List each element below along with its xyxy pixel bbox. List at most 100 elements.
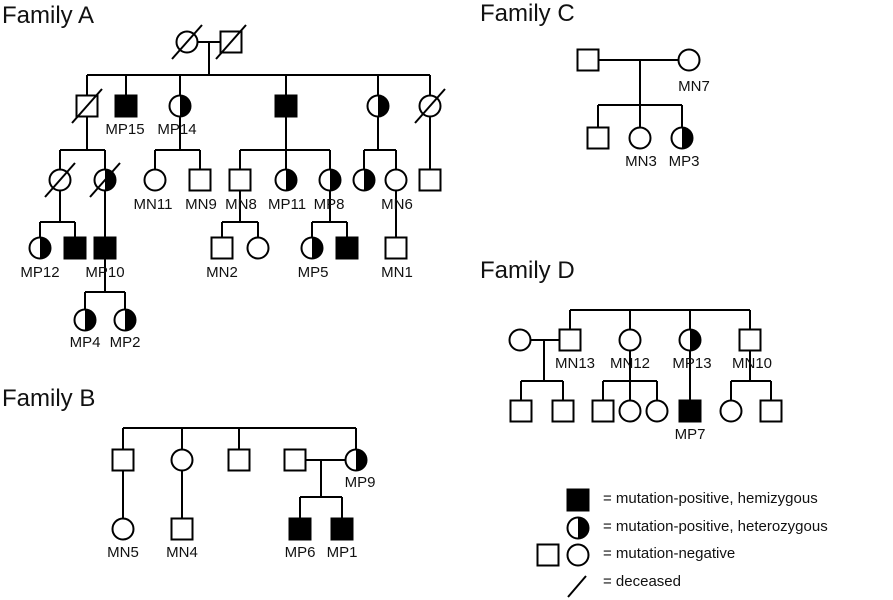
label-mn8: MN8 bbox=[225, 196, 257, 213]
d-gs1-symbol bbox=[509, 399, 533, 423]
c-son-symbol bbox=[586, 126, 610, 150]
relationship-lines bbox=[39, 41, 772, 518]
mn8-symbol bbox=[228, 168, 252, 192]
label-mp6: MP6 bbox=[284, 544, 316, 561]
d-gd2-symbol bbox=[645, 399, 669, 423]
label-mp14: MP14 bbox=[157, 121, 197, 138]
d-gs4-symbol bbox=[759, 399, 783, 423]
label-mp9: MP9 bbox=[344, 474, 376, 491]
d-gs3-symbol bbox=[591, 399, 615, 423]
d-gd3-symbol bbox=[719, 399, 743, 423]
label-mp3: MP3 bbox=[668, 153, 700, 170]
a-gd2-symbol bbox=[89, 162, 121, 198]
label-mn9: MN9 bbox=[185, 196, 217, 213]
mn7-symbol bbox=[677, 48, 701, 72]
individual-symbols bbox=[28, 24, 783, 541]
mp2-symbol bbox=[113, 308, 137, 332]
a-gs4-symbol bbox=[418, 168, 442, 192]
a-ggs3-symbol bbox=[335, 236, 359, 260]
a-daughter4-symbol bbox=[414, 88, 446, 124]
mp13-symbol bbox=[678, 328, 702, 352]
a-gd3-symbol bbox=[352, 168, 376, 192]
legend-heterozygous-circle bbox=[566, 516, 590, 540]
a-grandmother-symbol bbox=[171, 24, 203, 60]
a-gd1-symbol bbox=[44, 162, 76, 198]
mp7-symbol bbox=[678, 399, 702, 423]
mp6-symbol bbox=[288, 517, 312, 541]
family-a-title: Family A bbox=[2, 2, 95, 29]
mp12-symbol bbox=[28, 236, 52, 260]
d-wife-symbol bbox=[508, 328, 532, 352]
label-mp1: MP1 bbox=[326, 544, 358, 561]
label-mp4: MP4 bbox=[69, 334, 101, 351]
mp5-symbol bbox=[300, 236, 324, 260]
family-c-title: Family C bbox=[480, 0, 575, 27]
label-mn4: MN4 bbox=[166, 544, 198, 561]
mp10-symbol bbox=[93, 236, 117, 260]
b-son2-symbol bbox=[227, 448, 251, 472]
label-mn11: MN11 bbox=[133, 196, 173, 213]
label-mp7: MP7 bbox=[674, 426, 706, 443]
d-gd1-symbol bbox=[618, 399, 642, 423]
mp8-symbol bbox=[318, 168, 342, 192]
legend-hemizygous-square bbox=[566, 488, 590, 512]
label-mp8: MP8 bbox=[313, 196, 345, 213]
mp9-symbol bbox=[344, 448, 368, 472]
legend-negative-text: = mutation-negative bbox=[603, 545, 736, 562]
mn13-symbol bbox=[558, 328, 582, 352]
legend-hemizygous-text: = mutation-positive, hemizygous bbox=[603, 490, 818, 507]
label-mn2: MN2 bbox=[206, 264, 238, 281]
family-b-title: Family B bbox=[2, 385, 96, 412]
mn6-symbol bbox=[384, 168, 408, 192]
mn4-symbol bbox=[170, 517, 194, 541]
legend-symbols bbox=[536, 488, 590, 598]
legend-negative-circle bbox=[566, 543, 590, 567]
b-daughter-symbol bbox=[170, 448, 194, 472]
legend-deceased-slash bbox=[567, 575, 587, 598]
label-mn7: MN7 bbox=[678, 78, 710, 95]
mp3-symbol bbox=[670, 126, 694, 150]
mn10-symbol bbox=[738, 328, 762, 352]
mn1-symbol bbox=[384, 236, 408, 260]
a-son1-symbol bbox=[71, 88, 103, 124]
legend-negative-square bbox=[536, 543, 560, 567]
mn3-symbol bbox=[628, 126, 652, 150]
mp1-symbol bbox=[330, 517, 354, 541]
label-mp5: MP5 bbox=[297, 264, 329, 281]
mn9-symbol bbox=[188, 168, 212, 192]
label-mn12: MN12 bbox=[609, 355, 651, 372]
mn11-symbol bbox=[143, 168, 167, 192]
label-mp11: MP11 bbox=[267, 196, 307, 213]
legend-heterozygous-text: = mutation-positive, heterozygous bbox=[603, 518, 828, 535]
mn12-symbol bbox=[618, 328, 642, 352]
mn2-symbol bbox=[210, 236, 234, 260]
b-son1-symbol bbox=[111, 448, 135, 472]
a-grandfather-symbol bbox=[215, 24, 247, 60]
label-mp10: MP10 bbox=[85, 264, 125, 281]
mp15-symbol bbox=[114, 94, 138, 118]
label-mn5: MN5 bbox=[107, 544, 139, 561]
label-mn1: MN1 bbox=[381, 264, 413, 281]
mp14-symbol bbox=[168, 94, 192, 118]
mp4-symbol bbox=[73, 308, 97, 332]
label-mn13: MN13 bbox=[554, 355, 596, 372]
label-mn10: MN10 bbox=[731, 355, 773, 372]
a-daughter3-symbol bbox=[366, 94, 390, 118]
b-father-symbol bbox=[283, 448, 307, 472]
d-gs2-symbol bbox=[551, 399, 575, 423]
a-ggs1-symbol bbox=[63, 236, 87, 260]
label-mp13: MP13 bbox=[672, 355, 712, 372]
a-son2-symbol bbox=[274, 94, 298, 118]
label-mn3: MN3 bbox=[625, 153, 657, 170]
label-mp12: MP12 bbox=[20, 264, 60, 281]
mp11-symbol bbox=[274, 168, 298, 192]
family-d-title: Family D bbox=[480, 257, 575, 284]
a-ggd2-symbol bbox=[246, 236, 270, 260]
c-father-symbol bbox=[576, 48, 600, 72]
label-mp15: MP15 bbox=[105, 121, 145, 138]
mn5-symbol bbox=[111, 517, 135, 541]
label-mp2: MP2 bbox=[109, 334, 141, 351]
label-mn6: MN6 bbox=[381, 196, 413, 213]
legend-deceased-text: = deceased bbox=[603, 573, 681, 590]
